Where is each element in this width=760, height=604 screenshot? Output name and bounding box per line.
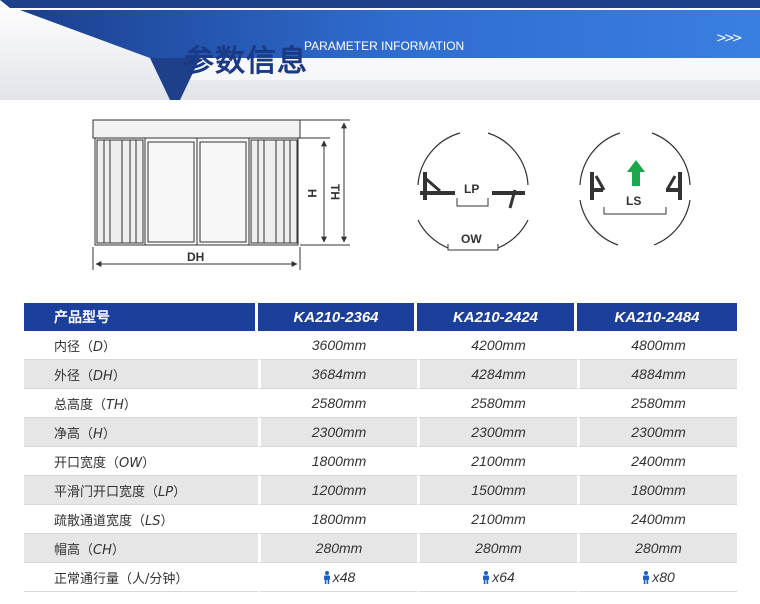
banner-blue-stripe	[20, 10, 760, 58]
table-cell: 2400mm	[577, 505, 737, 534]
table-cell: x80	[577, 563, 737, 592]
section-title: 参数信息	[184, 44, 308, 79]
parameter-table: 产品型号 KA210-2364 KA210-2424 KA210-2484 内径…	[24, 303, 737, 592]
ow-label: OW	[461, 232, 482, 246]
front-elevation-diagram	[92, 119, 350, 270]
lp-label: LP	[464, 182, 479, 196]
table-cell: x48	[258, 563, 417, 592]
table-cell: 2580mm	[577, 389, 737, 418]
header-model-2484: KA210-2484	[577, 303, 737, 331]
row-label: 疏散通道宽度（LS）	[24, 505, 258, 534]
table-cell: 2580mm	[417, 389, 577, 418]
table-cell: 2100mm	[417, 447, 577, 476]
person-icon	[643, 571, 650, 584]
exit-arrow-icon	[627, 160, 645, 186]
row-label: 净高（H）	[24, 418, 258, 447]
table-cell: 2300mm	[577, 418, 737, 447]
table-cell: 3600mm	[258, 331, 417, 360]
table-cell: 280mm	[417, 534, 577, 563]
section-subtitle: PARAMETER INFORMATION	[304, 39, 465, 53]
row-label: 总高度（TH）	[24, 389, 258, 418]
banner-fold	[150, 58, 200, 100]
header-banner	[0, 0, 760, 100]
table-row: 帽高（CH） 280mm 280mm 280mm	[24, 534, 737, 563]
table-cell: 2100mm	[417, 505, 577, 534]
row-label: 外径（DH）	[24, 360, 258, 389]
row-label: 正常通行量（人/分钟）	[24, 563, 258, 592]
table-cell: 1800mm	[258, 505, 417, 534]
person-icon	[323, 571, 330, 584]
row-label: 帽高（CH）	[24, 534, 258, 563]
table-header-row: 产品型号 KA210-2364 KA210-2424 KA210-2484	[24, 303, 737, 331]
top-view-escape-diagram	[579, 132, 691, 246]
dh-label: DH	[187, 250, 204, 264]
table-cell: 2580mm	[258, 389, 417, 418]
table-cell: 2300mm	[417, 418, 577, 447]
header-model-2364: KA210-2364	[258, 303, 417, 331]
table-cell: 280mm	[577, 534, 737, 563]
chevrons-right-icon: >>>	[716, 31, 743, 46]
table-row: 平滑门开口宽度（LP） 1200mm 1500mm 1800mm	[24, 476, 737, 505]
table-row: 外径（DH） 3684mm 4284mm 4884mm	[24, 360, 737, 389]
table-cell: 1800mm	[258, 447, 417, 476]
person-icon	[483, 571, 490, 584]
table-cell: 4200mm	[417, 331, 577, 360]
banner-top-strip	[0, 0, 760, 8]
table-row-flow: 正常通行量（人/分钟） x48 x64 x80	[24, 563, 737, 592]
table-cell: 3684mm	[258, 360, 417, 389]
table-cell: 280mm	[258, 534, 417, 563]
table-cell: 2400mm	[577, 447, 737, 476]
header-model: 产品型号	[24, 303, 258, 331]
table-cell: 2300mm	[258, 418, 417, 447]
table-row: 疏散通道宽度（LS） 1800mm 2100mm 2400mm	[24, 505, 737, 534]
table-cell: 4284mm	[417, 360, 577, 389]
top-view-open-diagram	[417, 132, 529, 251]
table-row: 开口宽度（OW） 1800mm 2100mm 2400mm	[24, 447, 737, 476]
h-label: H	[305, 189, 319, 198]
row-label: 内径（D）	[24, 331, 258, 360]
table-row: 净高（H） 2300mm 2300mm 2300mm	[24, 418, 737, 447]
table-cell: 1200mm	[258, 476, 417, 505]
header-model-2424: KA210-2424	[417, 303, 577, 331]
ls-label: LS	[626, 194, 641, 208]
table-cell: 1500mm	[417, 476, 577, 505]
row-label: 开口宽度（OW）	[24, 447, 258, 476]
row-label: 平滑门开口宽度（LP）	[24, 476, 258, 505]
th-label: TH	[328, 184, 342, 200]
table-row: 内径（D） 3600mm 4200mm 4800mm	[24, 331, 737, 360]
table-cell: x64	[417, 563, 577, 592]
table-row: 总高度（TH） 2580mm 2580mm 2580mm	[24, 389, 737, 418]
table-cell: 1800mm	[577, 476, 737, 505]
table-cell: 4884mm	[577, 360, 737, 389]
table-cell: 4800mm	[577, 331, 737, 360]
door-diagrams: DH H TH LP OW	[92, 119, 691, 270]
